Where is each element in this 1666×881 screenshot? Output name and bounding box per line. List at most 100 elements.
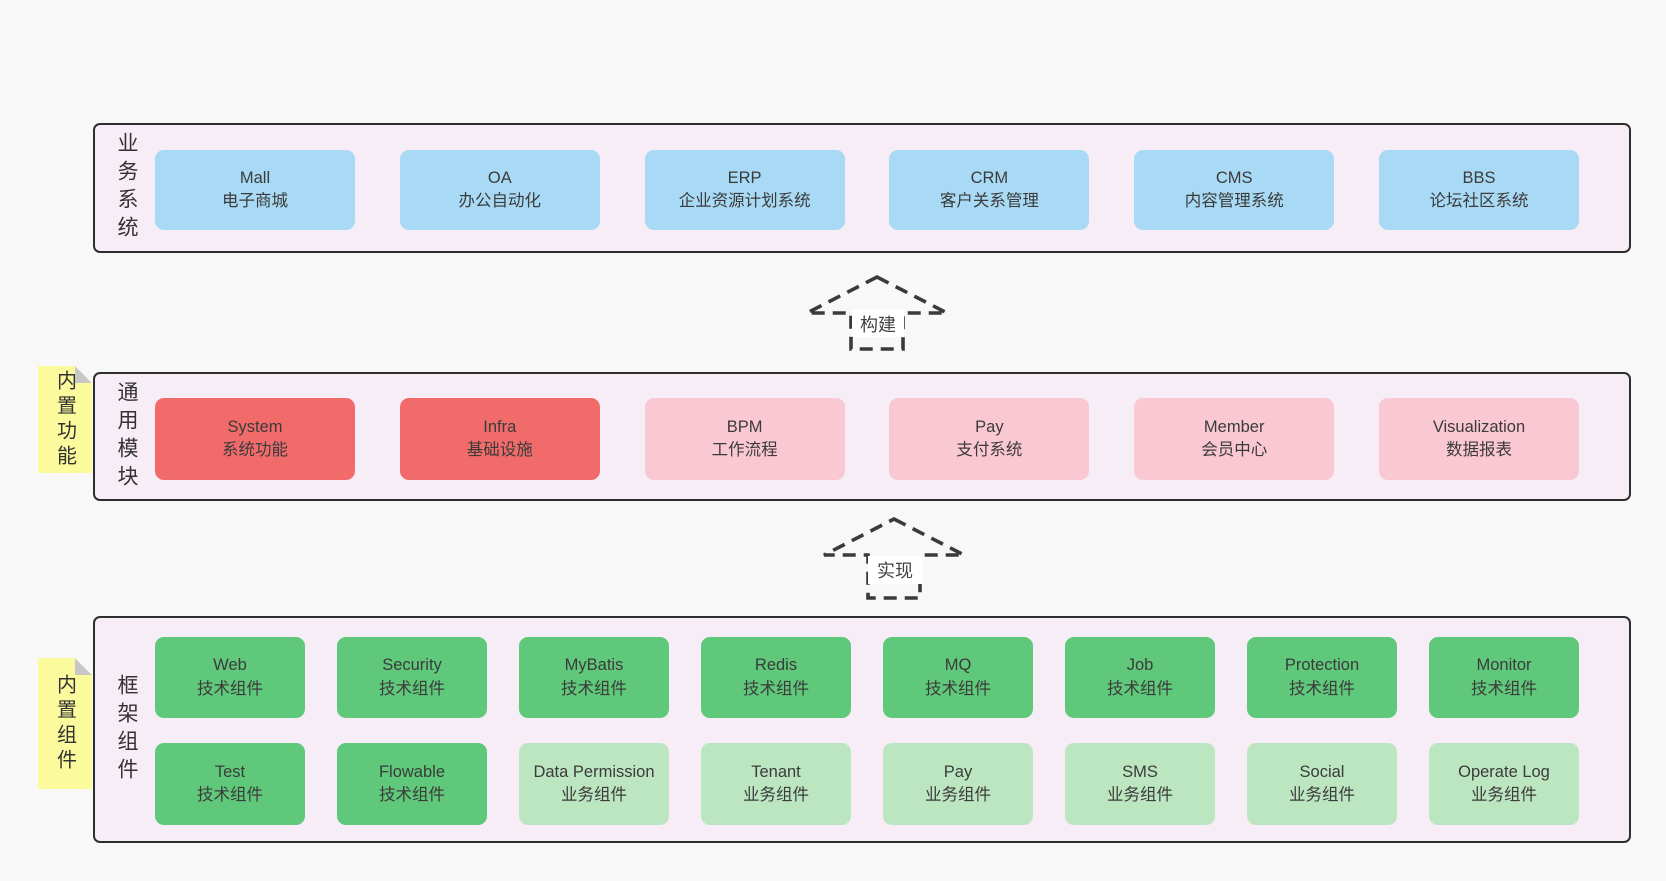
box-protection: Protection 技术组件 xyxy=(1247,637,1397,718)
box-name: Job xyxy=(1126,656,1154,675)
box-bbs: BBS 论坛社区系统 xyxy=(1378,150,1579,230)
box-name: Infra xyxy=(483,417,517,436)
box-name: SMS xyxy=(1122,762,1158,781)
box-visualization: Visualization 数据报表 xyxy=(1378,398,1579,480)
box-desc: 技术组件 xyxy=(197,786,263,804)
box-operate-log: Operate Log 业务组件 xyxy=(1429,743,1579,825)
box-desc: 会员中心 xyxy=(1201,441,1268,459)
box-name: ERP xyxy=(727,168,762,187)
folded-corner-icon xyxy=(75,658,92,675)
box-name: Pay xyxy=(943,762,973,781)
sticky-label: 内置组件 xyxy=(53,673,76,774)
box-security: Security 技术组件 xyxy=(337,637,487,718)
box-data-permission: Data Permission 业务组件 xyxy=(519,743,669,825)
arrow-implement-label: 实现 xyxy=(868,556,922,584)
box-sms: SMS 业务组件 xyxy=(1065,743,1215,825)
box-desc: 论坛社区系统 xyxy=(1429,192,1529,210)
box-name: Visualization xyxy=(1432,417,1526,436)
box-name: Monitor xyxy=(1476,656,1532,675)
box-desc: 业务组件 xyxy=(1471,786,1537,804)
box-web: Web 技术组件 xyxy=(155,637,305,718)
box-name: CRM xyxy=(970,168,1009,187)
box-name: Data Permission xyxy=(533,762,655,781)
box-pay-component: Pay 业务组件 xyxy=(883,743,1033,825)
box-desc: 系统功能 xyxy=(222,441,288,459)
box-name: Pay xyxy=(975,417,1004,436)
box-desc: 基础设施 xyxy=(466,441,533,459)
box-bpm: BPM 工作流程 xyxy=(644,398,845,480)
box-name: Protection xyxy=(1284,656,1360,675)
box-crm: CRM 客户关系管理 xyxy=(889,150,1090,230)
box-desc: 技术组件 xyxy=(379,679,445,698)
box-name: Mall xyxy=(239,168,271,187)
box-desc: 技术组件 xyxy=(925,679,991,698)
sticky-note-builtin-features: 内置功能 xyxy=(38,366,92,473)
box-name: Security xyxy=(382,656,442,675)
sticky-label: 内置功能 xyxy=(53,369,76,470)
box-desc: 技术组件 xyxy=(379,786,445,804)
box-name: System xyxy=(227,417,283,436)
box-desc: 技术组件 xyxy=(197,679,263,698)
box-name: CMS xyxy=(1215,168,1253,187)
box-name: Redis xyxy=(754,656,798,675)
box-job: Job 技术组件 xyxy=(1065,637,1215,718)
box-monitor: Monitor 技术组件 xyxy=(1429,637,1579,718)
box-name: BPM xyxy=(726,417,763,436)
box-mq: MQ 技术组件 xyxy=(883,637,1033,718)
box-name: Member xyxy=(1203,417,1265,436)
box-redis: Redis 技术组件 xyxy=(701,637,851,718)
modules-boxes-row: System 系统功能 Infra 基础设施 BPM 工作流程 Pay 支付系统… xyxy=(155,398,1579,480)
box-name: MQ xyxy=(944,656,972,675)
sticky-note-builtin-components: 内置组件 xyxy=(38,658,92,789)
up-arrow-implement-icon xyxy=(823,516,965,600)
box-desc: 业务组件 xyxy=(1107,786,1173,804)
box-desc: 企业资源计划系统 xyxy=(678,192,811,210)
box-desc: 技术组件 xyxy=(1107,679,1173,698)
box-name: Social xyxy=(1299,762,1345,781)
box-desc: 技术组件 xyxy=(1289,679,1355,698)
box-test: Test 技术组件 xyxy=(155,743,305,825)
box-pay-module: Pay 支付系统 xyxy=(889,398,1090,480)
layer-label-business: 业务系统 xyxy=(115,132,138,244)
layer-label-modules: 通用模块 xyxy=(115,380,138,493)
up-arrow-build-icon xyxy=(806,274,948,351)
box-system: System 系统功能 xyxy=(155,398,355,480)
box-cms: CMS 内容管理系统 xyxy=(1134,150,1335,230)
box-desc: 内容管理系统 xyxy=(1184,192,1284,210)
box-desc: 数据报表 xyxy=(1445,441,1512,459)
folded-corner-icon xyxy=(75,366,92,383)
box-name: BBS xyxy=(1462,168,1496,187)
box-name: MyBatis xyxy=(564,656,624,675)
arrow-build-label: 构建 xyxy=(852,310,904,337)
box-social: Social 业务组件 xyxy=(1247,743,1397,825)
box-infra: Infra 基础设施 xyxy=(399,398,600,480)
box-name: Test xyxy=(214,762,246,781)
box-desc: 业务组件 xyxy=(1289,786,1355,804)
box-desc: 业务组件 xyxy=(561,786,627,804)
box-desc: 支付系统 xyxy=(956,441,1023,459)
box-oa: OA 办公自动化 xyxy=(399,150,600,230)
box-desc: 客户关系管理 xyxy=(939,192,1039,210)
box-flowable: Flowable 技术组件 xyxy=(337,743,487,825)
box-name: OA xyxy=(487,168,512,187)
box-name: Operate Log xyxy=(1458,762,1550,781)
box-desc: 技术组件 xyxy=(561,679,627,698)
box-desc: 业务组件 xyxy=(743,786,809,804)
box-desc: 业务组件 xyxy=(925,786,991,804)
layer-framework-components: 框架组件 Web 技术组件 Security 技术组件 MyBatis 技术组件… xyxy=(93,616,1631,843)
box-desc: 办公自动化 xyxy=(458,192,542,210)
framework-row-2: Test 技术组件 Flowable 技术组件 Data Permission … xyxy=(155,743,1579,825)
layer-business-systems: 业务系统 Mall 电子商城 OA 办公自动化 ERP 企业资源计划系统 CRM… xyxy=(93,123,1631,253)
layer-label-framework: 框架组件 xyxy=(115,673,138,786)
box-desc: 技术组件 xyxy=(743,679,809,698)
box-mall: Mall 电子商城 xyxy=(155,150,355,230)
box-name: Tenant xyxy=(751,762,801,781)
box-desc: 工作流程 xyxy=(711,441,778,459)
box-desc: 技术组件 xyxy=(1471,679,1537,698)
box-erp: ERP 企业资源计划系统 xyxy=(644,150,845,230)
business-boxes-row: Mall 电子商城 OA 办公自动化 ERP 企业资源计划系统 CRM 客户关系… xyxy=(155,150,1579,230)
box-mybatis: MyBatis 技术组件 xyxy=(519,637,669,718)
framework-row-1: Web 技术组件 Security 技术组件 MyBatis 技术组件 Redi… xyxy=(155,637,1579,718)
box-member: Member 会员中心 xyxy=(1134,398,1335,480)
